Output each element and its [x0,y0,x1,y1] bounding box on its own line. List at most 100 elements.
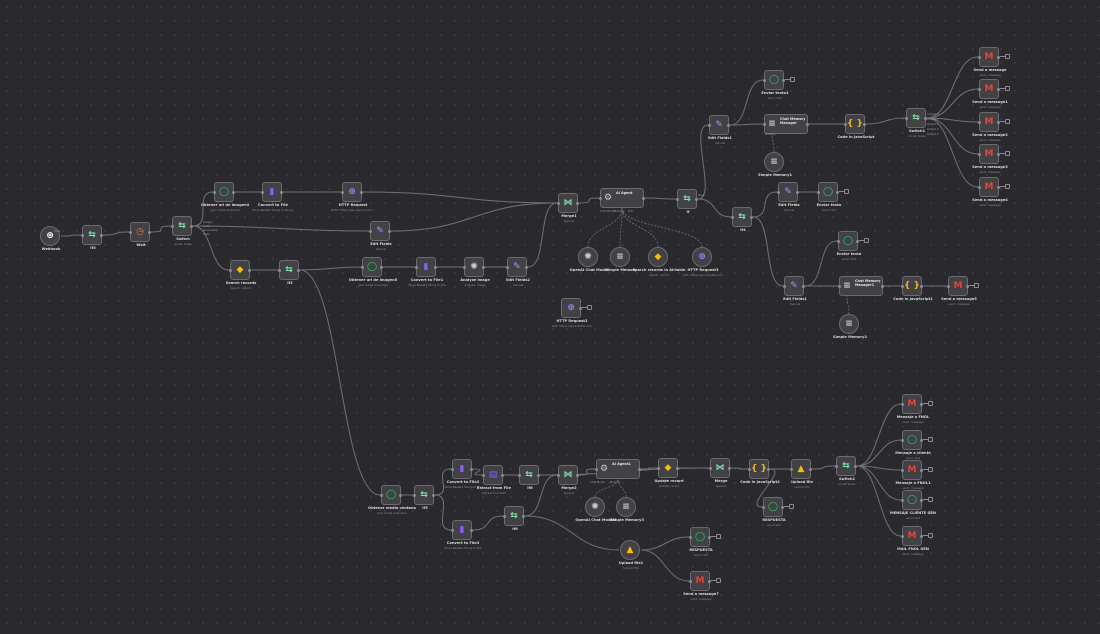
output-port[interactable] [642,197,645,200]
connection-editfields1-chat_mem_mgr[interactable] [729,123,764,126]
input-port[interactable] [901,469,904,472]
input-port[interactable] [709,467,712,470]
output-port[interactable] [708,536,711,539]
output-port[interactable] [482,266,485,269]
output-port[interactable] [920,469,923,472]
connection-if7-upload_file1[interactable] [524,515,620,551]
output-port[interactable] [997,56,1000,59]
output-port[interactable] [388,230,391,233]
node-code-js1[interactable]: { }Code in JavaScript1 [893,276,933,301]
connection-merge3-code_js2[interactable] [730,467,749,470]
output-port[interactable] [432,494,435,497]
connection-wait-switch0[interactable] [150,225,172,233]
node-if1[interactable]: ⇆If [676,189,698,214]
input-port[interactable] [901,535,904,538]
connection-editfields0-merge1[interactable] [390,202,558,232]
input-port[interactable] [838,285,841,288]
output-port[interactable] [856,240,859,243]
output-port[interactable] [148,231,151,234]
output-port[interactable] [836,191,839,194]
connection-convfile3-extract[interactable] [472,468,483,476]
output-port[interactable] [576,202,579,205]
sub-connection-oa_chat-agent1[interactable] [587,207,623,248]
node-chat-mem-mgr[interactable]: ≡Chat Memory Manager [763,114,809,134]
output-port[interactable] [522,515,525,518]
connection-convfile4-if7[interactable] [472,515,504,531]
output-port[interactable] [966,285,969,288]
input-port[interactable] [947,285,950,288]
input-port[interactable] [689,536,692,539]
output-port[interactable] [920,499,923,502]
output-port[interactable] [920,439,923,442]
add-connection-handle[interactable] [859,238,869,243]
output-port[interactable] [920,403,923,406]
add-connection-handle[interactable] [1000,151,1010,156]
input-port[interactable] [463,266,466,269]
add-connection-handle[interactable] [1000,86,1010,91]
connection-if5-convfile3[interactable] [434,468,452,496]
input-port[interactable] [762,506,765,509]
add-connection-handle[interactable] [923,437,933,442]
add-connection-handle[interactable] [969,283,979,288]
input-port[interactable] [777,191,780,194]
output-port[interactable] [997,153,1000,156]
output-port[interactable] [248,269,251,272]
sub-connection-simple_mem1-chat_mem_mgr[interactable] [771,133,775,153]
input-port[interactable] [129,231,132,234]
node-simple-mem3[interactable]: ≡Simple Memory3 [610,497,644,522]
connection-if2-wa_media[interactable] [299,269,381,496]
output-port[interactable] [854,465,857,468]
node-simple-mem2[interactable]: ≡Simple Memory2 [833,314,867,339]
output-port[interactable] [782,79,785,82]
output-port[interactable] [802,285,805,288]
input-port[interactable] [763,79,766,82]
connection-editfields4-send_texto3[interactable] [804,240,838,287]
output-port[interactable] [360,191,363,194]
add-connection-handle[interactable] [923,401,933,406]
input-port[interactable] [557,474,560,477]
output-port[interactable] [525,266,528,269]
input-port[interactable] [835,465,838,468]
output-port[interactable] [806,123,809,126]
output-port[interactable] [708,580,711,583]
node-code-js[interactable]: { }Code in JavaScript [838,114,874,139]
connection-if7-merge2[interactable] [524,474,558,517]
input-port[interactable] [415,266,418,269]
output-port[interactable] [767,468,770,471]
output-port[interactable] [750,216,753,219]
connection-if4-editfields4[interactable] [752,216,784,287]
input-port[interactable] [708,124,711,127]
input-port[interactable] [978,121,981,124]
add-connection-handle[interactable] [785,77,795,82]
output-port[interactable] [997,88,1000,91]
connection-switch1-gmail3[interactable] [926,117,979,123]
node-wait[interactable]: ◷Wait [129,222,151,247]
input-port[interactable] [978,88,981,91]
node-if7[interactable]: ⇆If6 [503,506,525,531]
node-if2[interactable]: ⇆If2 [278,260,300,285]
output-port[interactable] [727,124,730,127]
output-port[interactable] [501,474,504,477]
connection-switch1-gmail4[interactable] [926,117,979,155]
output-port[interactable] [924,117,927,120]
connection-switch0-editfields0[interactable] [192,225,370,232]
output-port[interactable] [579,307,582,310]
output-port[interactable] [638,468,641,471]
input-port[interactable] [451,468,454,471]
